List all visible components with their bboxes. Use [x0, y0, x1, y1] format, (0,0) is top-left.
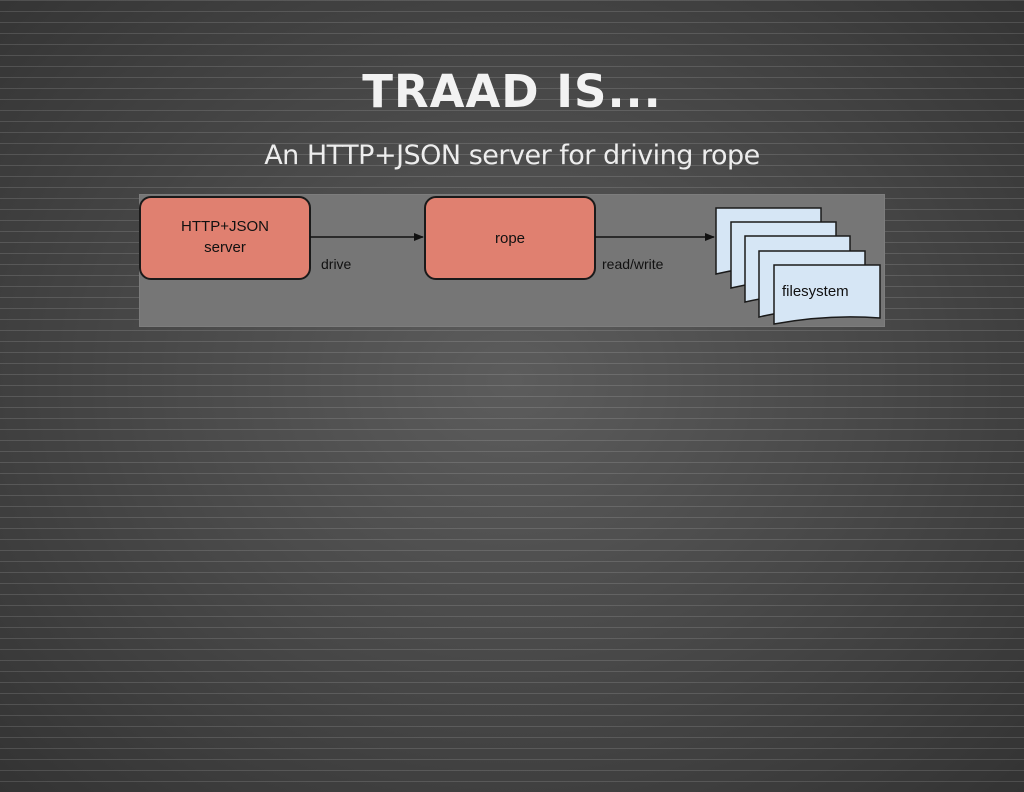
server-label-line2: server	[204, 239, 246, 256]
rope-node: rope	[424, 196, 596, 280]
drive-edge: drive	[310, 233, 424, 272]
read-write-label: read/write	[602, 256, 664, 272]
http-json-server-node: HTTP+JSON server	[139, 196, 311, 280]
drive-label: drive	[321, 256, 352, 272]
slide-title: TRAAD IS...	[362, 65, 662, 118]
filesystem-node: filesystem	[715, 207, 881, 325]
architecture-diagram: HTTP+JSON server drive rope read/write	[139, 194, 885, 327]
slide-subtitle: An HTTP+JSON server for driving rope	[264, 140, 760, 171]
server-label-line1: HTTP+JSON	[181, 218, 269, 235]
filesystem-label: filesystem	[782, 283, 849, 300]
read-write-edge: read/write	[595, 233, 715, 272]
document-sheet-5	[773, 264, 881, 325]
rope-label: rope	[495, 230, 525, 247]
diagram-canvas: HTTP+JSON server drive rope read/write	[139, 196, 881, 325]
